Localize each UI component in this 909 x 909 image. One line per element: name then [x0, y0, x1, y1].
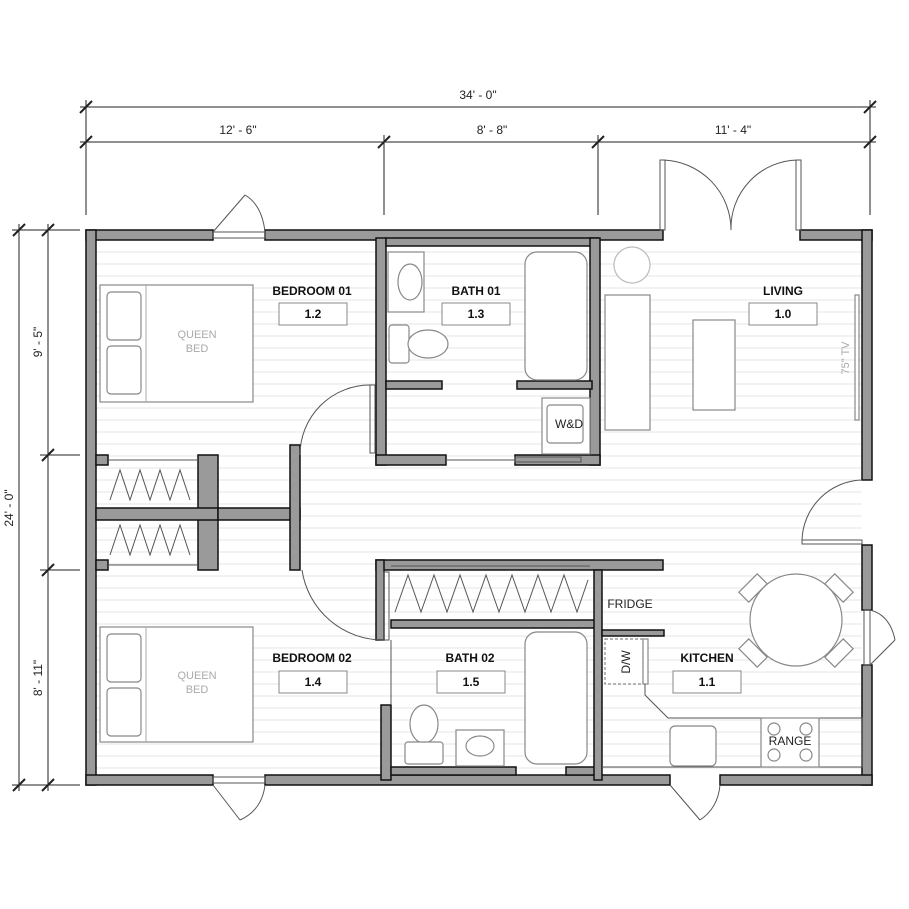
- overall-width-dimension: 34' - 0": [459, 88, 496, 102]
- overall-depth-dimension: 24' - 0": [2, 489, 16, 526]
- svg-text:BATH 02: BATH 02: [445, 651, 494, 665]
- bed-bedroom-01: QUEEN BED: [99, 284, 254, 403]
- room-bath-01-label: BATH 01 1.3: [441, 284, 511, 326]
- room-living-label: LIVING 1.0: [748, 284, 818, 326]
- doors-and-windows: [108, 159, 896, 821]
- svg-text:BEDROOM 02: BEDROOM 02: [272, 651, 352, 665]
- dimension-lower-depth: 8' - 11": [31, 660, 45, 696]
- svg-text:BATH 01: BATH 01: [451, 284, 500, 298]
- kitchen-fixtures: FRIDGE D/W RANGE: [602, 573, 863, 768]
- bed-label-bed: BED: [186, 343, 209, 355]
- dishwasher-label: D/W: [619, 650, 633, 674]
- room-bedroom-01-label: BEDROOM 01 1.2: [272, 284, 352, 326]
- range-label: RANGE: [769, 734, 812, 748]
- washer-dryer-label: W&D: [555, 417, 583, 431]
- bath-02-fixtures: [404, 631, 588, 767]
- dimension-lines: 34' - 0" 12' - 6" 8' - 8" 11' - 4" 24' -…: [2, 88, 877, 792]
- dimension-living-width: 11' - 4": [715, 123, 751, 137]
- bed-label-queen: QUEEN: [177, 329, 216, 341]
- walls: [85, 229, 873, 786]
- room-bath-02-label: BATH 02 1.5: [436, 651, 506, 694]
- closet-hangers: [109, 468, 589, 614]
- dimension-upper-depth: 9' - 5": [31, 327, 45, 358]
- svg-text:BEDROOM 01: BEDROOM 01: [272, 284, 352, 298]
- svg-text:1.4: 1.4: [305, 675, 322, 689]
- bed-bedroom-02: QUEEN BED: [99, 626, 254, 743]
- svg-text:1.0: 1.0: [775, 307, 792, 321]
- svg-text:1.5: 1.5: [463, 675, 480, 689]
- svg-text:1.1: 1.1: [699, 675, 716, 689]
- bath-01-fixtures: W&D: [387, 251, 591, 455]
- dimension-bath-width: 8' - 8": [477, 123, 508, 137]
- room-kitchen-label: KITCHEN 1.1: [672, 651, 742, 694]
- svg-text:KITCHEN: KITCHEN: [680, 651, 733, 665]
- fridge-label: FRIDGE: [607, 597, 652, 611]
- bed-label-bed: BED: [186, 684, 209, 696]
- svg-text:LIVING: LIVING: [763, 284, 803, 298]
- bed-label-queen: QUEEN: [177, 670, 216, 682]
- svg-text:1.3: 1.3: [468, 307, 485, 321]
- room-bedroom-02-label: BEDROOM 02 1.4: [272, 651, 352, 694]
- svg-text:1.2: 1.2: [305, 307, 322, 321]
- living-furniture: 75" TV: [604, 246, 860, 431]
- tv-label: 75" TV: [840, 341, 852, 375]
- dimension-bedroom-width: 12' - 6": [219, 123, 256, 137]
